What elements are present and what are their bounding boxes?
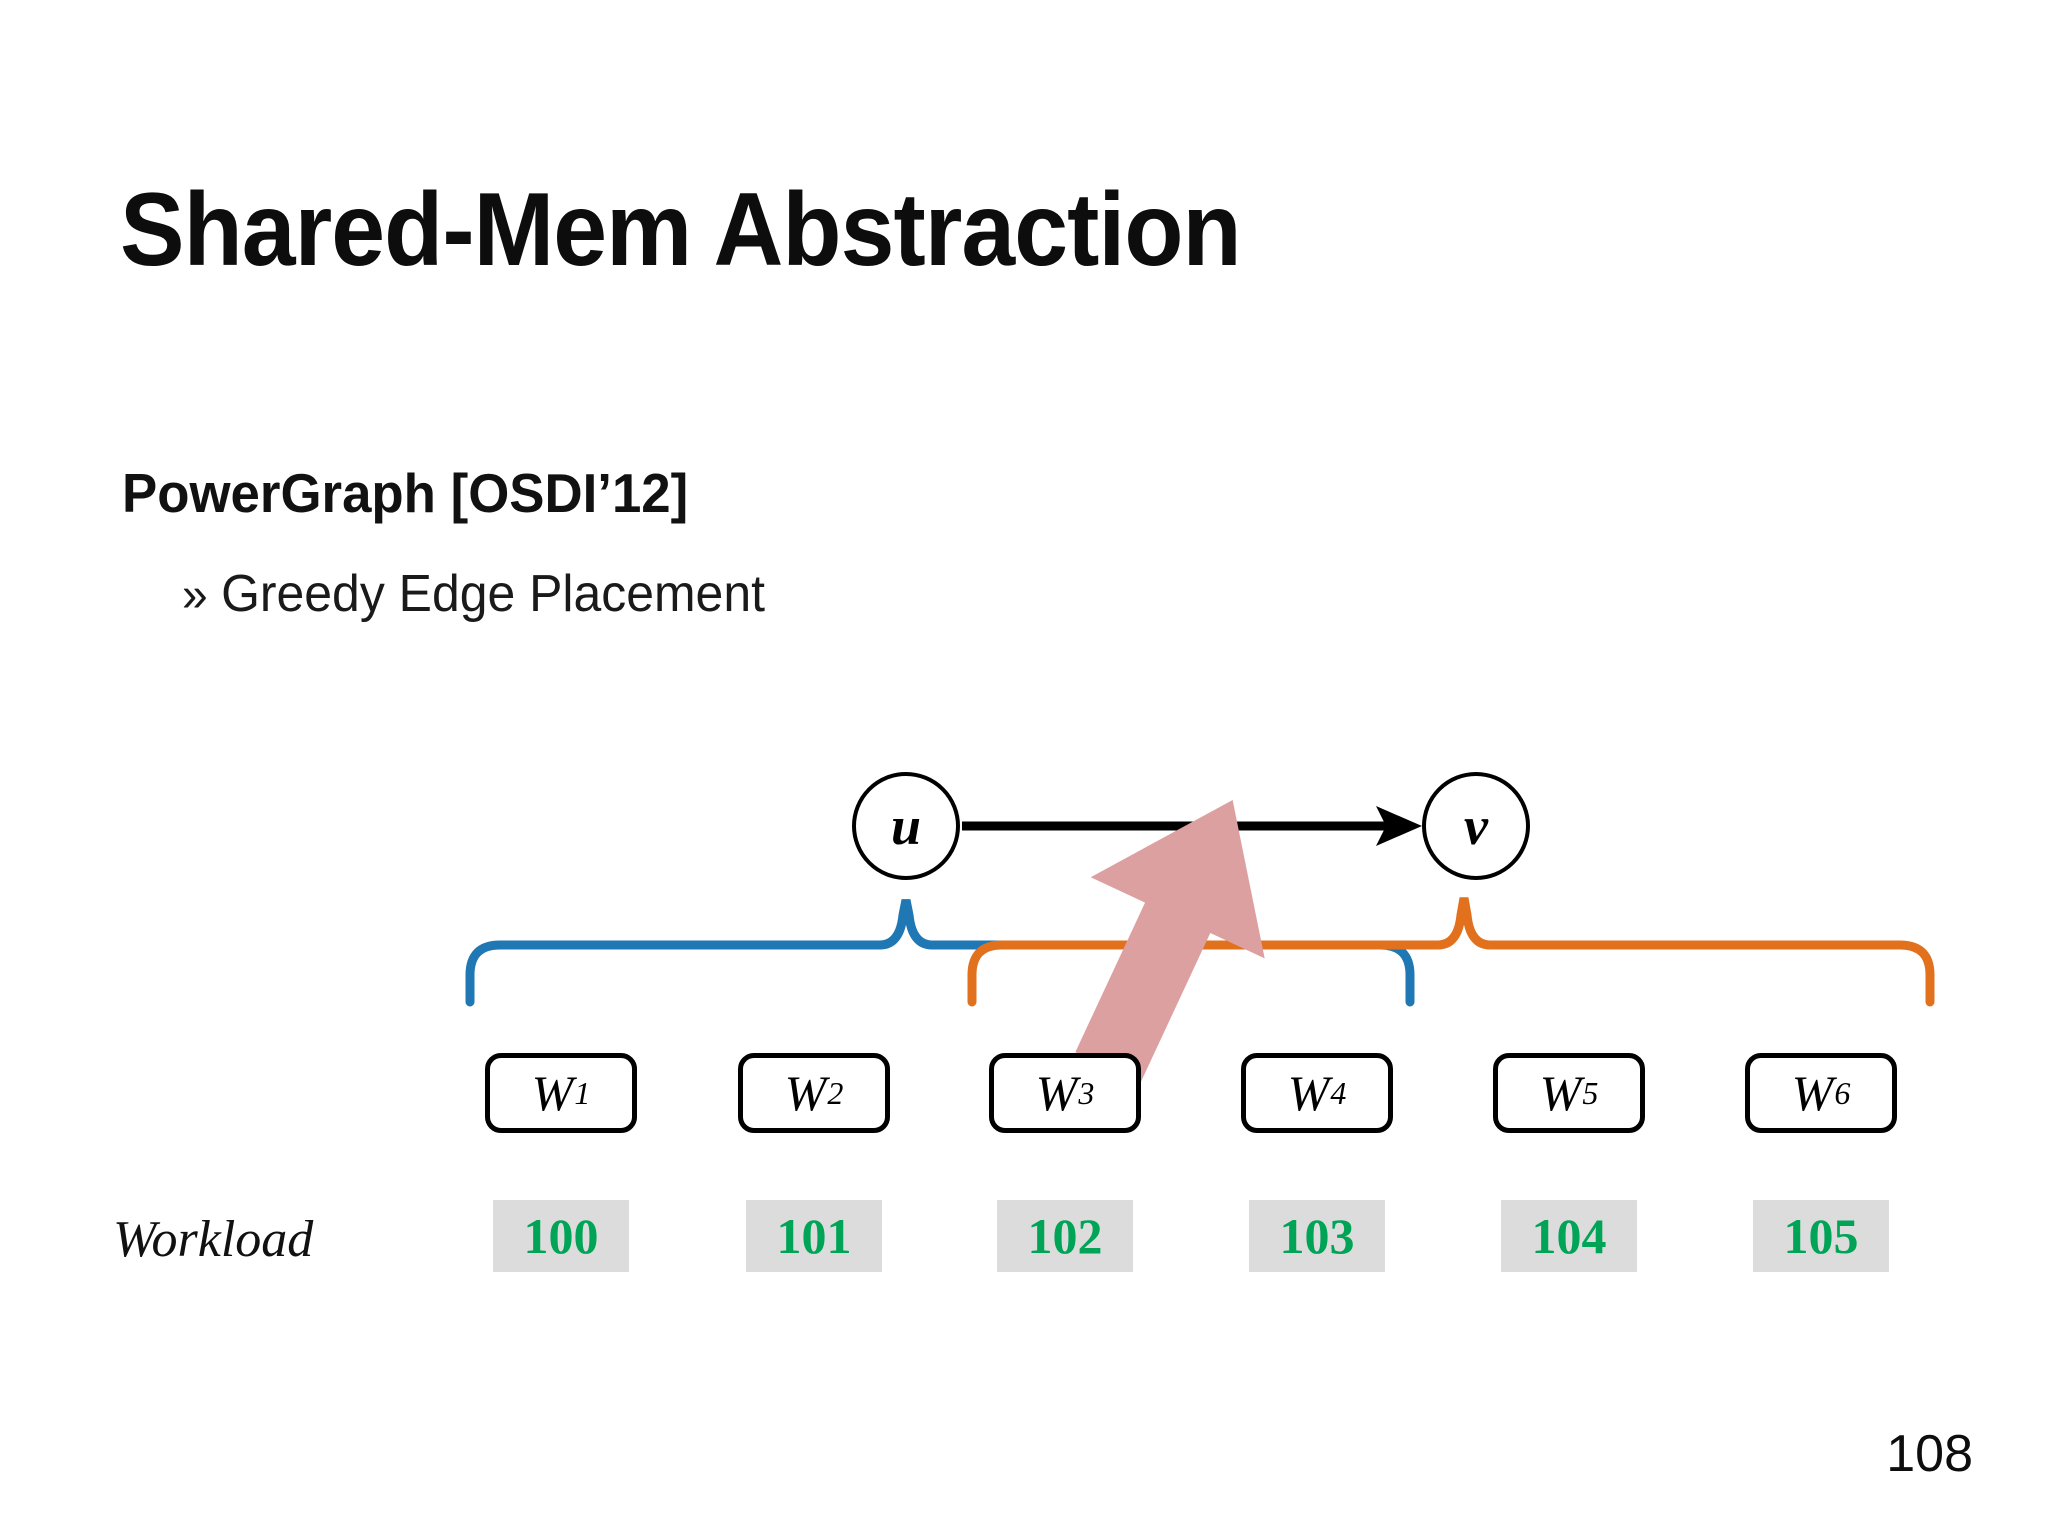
- worker-box-2-sub: 2: [827, 1074, 844, 1111]
- worker-box-3-base: W: [1035, 1065, 1078, 1121]
- worker-box-5-sub: 5: [1582, 1074, 1599, 1111]
- worker-box-3-sub: 3: [1078, 1074, 1095, 1111]
- worker-box-4-sub: 4: [1330, 1074, 1347, 1111]
- page-number: 108: [1886, 1425, 1973, 1483]
- brace-blue-u: [465, 899, 1415, 1007]
- workload-cell-4: 103: [1249, 1200, 1385, 1272]
- worker-box-1-sub: 1: [574, 1074, 591, 1111]
- worker-box-5-base: W: [1539, 1065, 1582, 1121]
- section-heading: PowerGraph [OSDI’12]: [122, 462, 689, 524]
- workload-label: Workload: [113, 1211, 314, 1268]
- edge-u-to-v: [962, 806, 1422, 846]
- workload-cell-2: 101: [746, 1200, 882, 1272]
- workload-cell-1: 100: [493, 1200, 629, 1272]
- worker-box-6-sub: 6: [1834, 1074, 1851, 1111]
- page-title: Shared-Mem Abstraction: [120, 172, 1242, 288]
- vertex-node-u-label: u: [890, 796, 922, 856]
- bullet-item: » Greedy Edge Placement: [182, 568, 765, 620]
- worker-box-4-base: W: [1287, 1065, 1330, 1121]
- vertex-node-v: v: [1422, 772, 1530, 880]
- guillemet-bullet-icon: »: [182, 569, 208, 622]
- worker-box-6-base: W: [1791, 1065, 1834, 1121]
- vertex-node-v-label: v: [1464, 796, 1488, 856]
- workload-cell-6: 105: [1753, 1200, 1889, 1272]
- bullet-item-label: Greedy Edge Placement: [221, 565, 765, 623]
- worker-box-2-base: W: [784, 1065, 827, 1121]
- workload-cell-3: 102: [997, 1200, 1133, 1272]
- worker-box-1-base: W: [531, 1065, 574, 1121]
- vertex-node-u: u: [852, 772, 960, 880]
- workload-cell-5: 104: [1501, 1200, 1637, 1272]
- brace-orange-v: [967, 897, 1935, 1007]
